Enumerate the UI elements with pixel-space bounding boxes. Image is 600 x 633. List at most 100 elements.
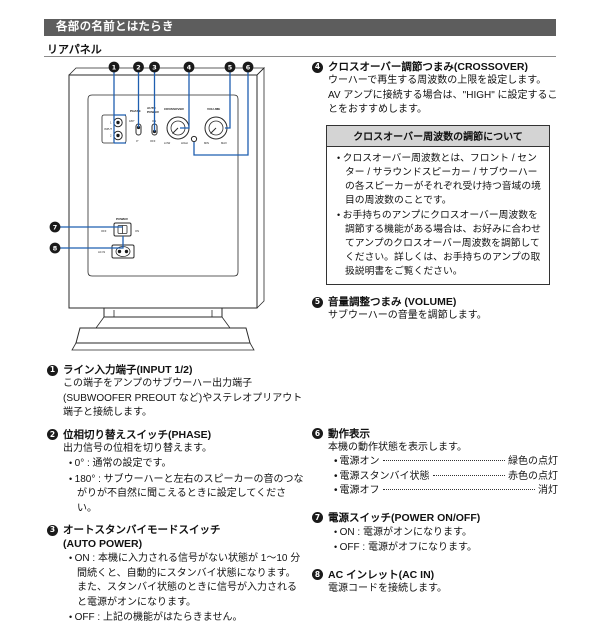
leader-dots xyxy=(382,489,535,490)
callout-7: 7 xyxy=(49,221,61,233)
item-4-number: 4 xyxy=(312,61,323,73)
item-2-title: 位相切り替えスイッチ(PHASE) xyxy=(63,428,212,441)
item-2-number: 2 xyxy=(47,429,58,440)
item-7: 7 電源スイッチ(POWER ON/OFF) • ON : 電源がオンになります… xyxy=(312,511,558,556)
control-cluster: INPUT 1 2 PHASE 180° 0° AUTO xyxy=(101,106,228,145)
item-7-bullet-2: • OFF : 電源がオフになります。 xyxy=(334,542,477,553)
info-box-bullet-1: • クロスオーバー周波数とは、フロント / センター / サラウンドスピーカー … xyxy=(337,153,541,206)
item-6-leader-1: • 電源オン 緑色の点灯 xyxy=(334,456,558,467)
power-off-label: OFF xyxy=(101,229,107,233)
svg-text:3: 3 xyxy=(152,63,156,71)
auto-power-label-1: AUTO xyxy=(147,106,156,110)
volume-label: VOLUME xyxy=(207,107,220,111)
volume-knob: VOLUME MIN MAX xyxy=(204,107,228,145)
callout-5: 5 xyxy=(224,61,236,73)
auto-off-label: OFF xyxy=(150,139,156,143)
leader-dots xyxy=(382,460,505,461)
power-on-label: ON xyxy=(135,229,139,233)
rear-panel-svg: .ln{fill:none;stroke:#2a2a2a;stroke-widt… xyxy=(49,61,265,351)
callout-3: 3 xyxy=(149,61,160,73)
callout-8: 8 xyxy=(49,242,61,254)
item-6: 6 動作表示 本機の動作状態を表示します。 • 電源オン 緑色の点灯 • 電源ス… xyxy=(312,427,558,499)
ac-in-label: AC IN xyxy=(98,250,105,254)
item-4-body: ウーハーで再生する周波数の上限を設定します。AV アンプに接続する場合は、"HI… xyxy=(328,75,558,115)
crossover-high-label: HIGH xyxy=(181,141,188,145)
callout-leaders xyxy=(60,72,249,249)
left-text-items: 1 ライン入力端子(INPUT 1/2) この端子をアンプのサブウーハー出力端子… xyxy=(47,363,305,633)
svg-text:7: 7 xyxy=(53,223,57,231)
section-title: 各部の名前とはたらき xyxy=(56,21,174,33)
item-3-number: 3 xyxy=(47,524,58,536)
power-section: POWER OFF ON AC IN xyxy=(98,217,139,259)
item-2-bullet-2: • 180° : サブウーハーと左右のスピーカーの音のつながりが不自然に聞こえる… xyxy=(69,473,304,514)
manual-page: 各部の名前とはたらき リアパネル .ln{fill:none;stroke:#2… xyxy=(44,19,558,623)
item-6-number: 6 xyxy=(312,428,323,439)
input-1-label: 1 xyxy=(110,121,112,125)
info-box-title: クロスオーバー周波数の調節について xyxy=(327,125,549,147)
item-3-title: オートスタンバイモードスイッチ xyxy=(63,524,221,536)
phase-switch: PHASE 180° 0° xyxy=(129,109,142,143)
info-box-body: • クロスオーバー周波数とは、フロント / センター / サラウンドスピーカー … xyxy=(327,147,549,284)
item-4-title: クロスオーバー調節つまみ(CROSSOVER) xyxy=(328,61,528,73)
status-led-indicator xyxy=(190,135,198,143)
svg-text:2: 2 xyxy=(136,63,140,71)
callout-1: 1 xyxy=(108,61,120,73)
item-5: 5 音量調整つまみ (VOLUME) サブウーハーの音量を調節します。 xyxy=(312,295,558,324)
input-2-label: 2 xyxy=(110,134,112,138)
item-5-number: 5 xyxy=(312,296,323,308)
item-1: 1 ライン入力端子(INPUT 1/2) この端子をアンプのサブウーハー出力端子… xyxy=(47,363,305,421)
item-5-body: サブウーハーの音量を調節します。 xyxy=(328,310,487,321)
item-1-title: ライン入力端子(INPUT 1/2) xyxy=(63,364,193,376)
item-4: 4 クロスオーバー調節つまみ(CROSSOVER) ウーハーで再生する周波数の上… xyxy=(312,60,558,118)
section-header-bar: 各部の名前とはたらき xyxy=(44,19,556,36)
crossover-info-box: クロスオーバー周波数の調節について • クロスオーバー周波数とは、フロント / … xyxy=(326,124,550,285)
item-6-leader-3: • 電源オフ 消灯 xyxy=(334,485,558,496)
right-column: 4 クロスオーバー調節つまみ(CROSSOVER) ウーハーで再生する周波数の上… xyxy=(312,60,558,596)
item-1-number: 1 xyxy=(47,364,58,376)
item-2: 2 位相切り替えスイッチ(PHASE) 出力信号の位相を切り替えます。 • 0°… xyxy=(47,428,305,517)
phase-180-label: 180° xyxy=(129,119,135,123)
item-6-leader-2: • 電源スタンバイ状態 赤色の点灯 xyxy=(334,470,558,482)
left-column: .ln{fill:none;stroke:#2a2a2a;stroke-widt… xyxy=(44,60,306,623)
svg-text:4: 4 xyxy=(187,63,192,71)
svg-text:5: 5 xyxy=(228,63,232,71)
leader-dots xyxy=(432,474,505,476)
auto-power-label-2: POWER xyxy=(147,110,159,114)
crossover-low-label: LOW xyxy=(164,141,171,145)
item-8-title: AC インレット(AC IN) xyxy=(328,568,435,581)
item-7-title: 電源スイッチ(POWER ON/OFF) xyxy=(328,511,481,524)
item-6-title: 動作表示 xyxy=(328,427,370,440)
item-7-number: 7 xyxy=(312,512,323,523)
svg-text:8: 8 xyxy=(53,244,58,252)
item-6-body: 本機の動作状態を表示します。 xyxy=(328,441,467,453)
volume-min-label: MIN xyxy=(204,141,209,145)
svg-text:6: 6 xyxy=(246,63,251,71)
callout-6: 6 xyxy=(242,61,254,73)
ac-inlet: AC IN xyxy=(98,244,135,259)
power-label: POWER xyxy=(116,217,128,221)
info-box-bullet-2: • お手持ちのアンプにクロスオーバー周波数を調節する機能がある場合は、お好みに合… xyxy=(337,210,541,277)
item-2-bullet-1: • 0° : 通常の設定です。 xyxy=(69,458,172,469)
item-8-body: 電源コードを接続します。 xyxy=(328,582,447,594)
right-column-spacer xyxy=(312,331,558,427)
svg-text:1: 1 xyxy=(112,63,116,71)
item-8: 8 AC インレット(AC IN) 電源コードを接続します。 xyxy=(312,568,558,597)
callout-4: 4 xyxy=(183,61,195,73)
callout-numbers: 1 2 3 4 5 6 7 8 xyxy=(49,61,254,254)
crossover-knob: CROSSOVER LOW HIGH xyxy=(164,107,190,145)
item-3-bullet-2: • OFF : 上記の機能がはたらきません。 xyxy=(69,612,243,623)
item-1-body: この端子をアンプのサブウーハー出力端子 (SUBWOOFER PREOUT など… xyxy=(63,378,303,418)
item-8-number: 8 xyxy=(312,569,323,580)
volume-max-label: MAX xyxy=(221,141,227,145)
item-3-bullet-1: • ON : 本機に入力される信号がない状態が 1〜10 分間続くと、自動的にス… xyxy=(69,553,301,608)
auto-power-switch: AUTO POWER ON OFF xyxy=(147,106,159,143)
title-divider xyxy=(44,56,556,57)
item-5-title: 音量調整つまみ (VOLUME) xyxy=(328,296,457,308)
item-3-title-2: (AUTO POWER) xyxy=(63,538,143,550)
phase-label: PHASE xyxy=(130,109,141,113)
callout-2: 2 xyxy=(133,61,144,73)
item-2-body: 出力信号の位相を切り替えます。 xyxy=(63,442,212,454)
phase-0-label: 0° xyxy=(136,139,139,143)
item-7-bullet-1: • ON : 電源がオンになります。 xyxy=(334,526,472,538)
rear-panel-diagram: .ln{fill:none;stroke:#2a2a2a;stroke-widt… xyxy=(44,60,306,360)
